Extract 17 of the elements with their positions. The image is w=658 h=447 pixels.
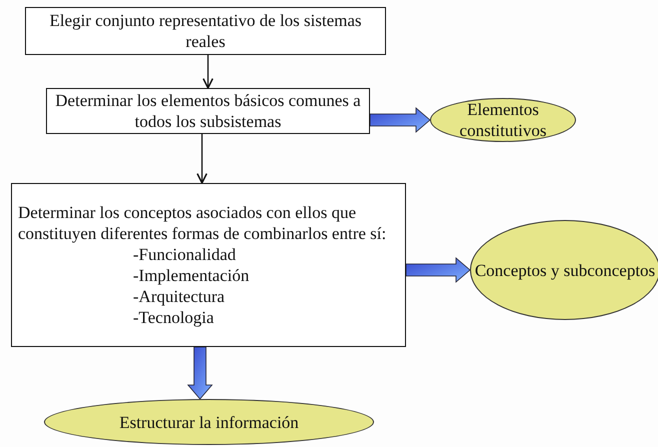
node-text: Determinar los elementos básicos comunes a todos los subsistemas (54, 90, 362, 132)
node-text: Determinar los conceptos asociados con ellos que constituyen diferentes formas de combinarlos entre sí: (18, 202, 388, 244)
block-arrow (370, 107, 431, 133)
node-text: Elegir conjunto representativo de los sistemas reales (48, 10, 363, 52)
arrow (202, 55, 214, 89)
list-item: -Funcionalidad (132, 244, 237, 265)
arrow (196, 134, 208, 184)
node-text: Estructurar la información (119, 412, 299, 432)
list-item: -Tecnologia (132, 307, 215, 328)
node-text: Elementos constitutivos (458, 99, 548, 141)
list-item: -Implementación (132, 265, 250, 286)
list-item: -Arquitectura (132, 286, 226, 307)
process-box (25, 7, 386, 55)
node-text: Conceptos y subconceptos (474, 260, 656, 280)
block-arrow (187, 346, 213, 400)
block-arrow (406, 257, 471, 283)
process-box (11, 183, 406, 347)
